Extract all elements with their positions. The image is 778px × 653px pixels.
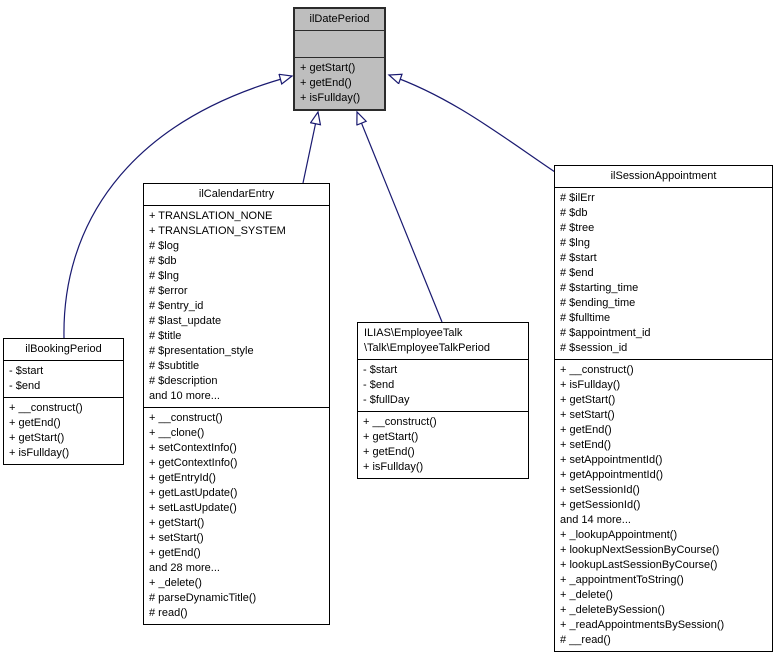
member-line: # $ending_time xyxy=(560,297,636,309)
member-line: - $fullDay xyxy=(363,394,410,406)
member-line: + setAppointmentId() xyxy=(560,454,663,466)
member-line: # $log xyxy=(149,240,179,252)
edge-ilcalendarentry-to-ildateperiod xyxy=(302,112,318,184)
member-line: # $presentation_style xyxy=(149,345,254,357)
member-line: + setStart() xyxy=(149,532,204,544)
class-ilcalendarentry[interactable]: ilCalendarEntry + TRANSLATION_NONE+ TRAN… xyxy=(143,183,330,625)
member-line: + getEnd() xyxy=(560,424,612,436)
member-line: # $appointment_id xyxy=(560,327,651,339)
member-line: # $lng xyxy=(149,270,179,282)
member-line: + getEnd() xyxy=(363,446,415,458)
member-line: + lookupLastSessionByCourse() xyxy=(560,559,718,571)
member-line: + getAppointmentId() xyxy=(560,469,664,481)
member-line: # $fulltime xyxy=(560,312,611,324)
member-line: + getEnd() xyxy=(9,417,61,429)
member-line: + isFullday() xyxy=(560,379,621,391)
class-title: ilBookingPeriod xyxy=(25,343,102,355)
member-line: + setLastUpdate() xyxy=(149,502,237,514)
member-line: # $session_id xyxy=(560,342,628,354)
member-line: + __construct() xyxy=(363,416,437,428)
class-methods: + __construct() + isFullday() + getStart()… xyxy=(555,359,772,651)
edge-ilsessionappointment-to-ildateperiod xyxy=(389,75,556,173)
member-line: - $start xyxy=(363,364,398,376)
member-line: + TRANSLATION_NONE xyxy=(149,210,273,222)
member-line: # $end xyxy=(560,267,594,279)
member-line: # parseDynamicTitle() xyxy=(149,592,257,604)
edge-employeetalkperiod-to-ildateperiod xyxy=(357,112,443,323)
member-line: + __clone() xyxy=(149,427,205,439)
member-line: + getEnd() xyxy=(300,77,352,89)
member-line: # $start xyxy=(560,252,597,264)
member-line: + setContextInfo() xyxy=(149,442,237,454)
member-line: # __read() xyxy=(560,634,611,646)
member-line: + getStart() xyxy=(300,62,356,74)
member-line: # $starting_time xyxy=(560,282,639,294)
member-line: + _lookupAppointment() xyxy=(560,529,678,541)
member-line: and 10 more... xyxy=(149,390,220,402)
class-attributes xyxy=(295,30,384,57)
member-line: + __construct() xyxy=(560,364,634,376)
member-line: + getEntryId() xyxy=(149,472,216,484)
member-line: - $end xyxy=(9,380,41,392)
member-line: + getStart() xyxy=(9,432,65,444)
member-line: + setSessionId() xyxy=(560,484,640,496)
class-title: ilSessionAppointment xyxy=(610,170,717,182)
member-line: # $error xyxy=(149,285,188,297)
member-line: + getStart() xyxy=(560,394,616,406)
member-line: and 14 more... xyxy=(560,514,631,526)
member-line: + lookupNextSessionByCourse() xyxy=(560,544,720,556)
member-line: + _readAppointmentsBySession() xyxy=(560,619,725,631)
member-line: + setStart() xyxy=(560,409,615,421)
member-line: + _delete() xyxy=(560,589,613,601)
member-line: + getStart() xyxy=(363,431,419,443)
member-line: # read() xyxy=(149,607,188,619)
class-methods: + __construct() + getEnd() + getStart() + i… xyxy=(4,397,123,464)
member-line: + getSessionId() xyxy=(560,499,641,511)
member-line: + getStart() xyxy=(149,517,205,529)
edge-ilbookingperiod-to-ildateperiod xyxy=(63,76,292,339)
class-title: ilCalendarEntry xyxy=(198,188,275,200)
member-line: + _delete() xyxy=(149,577,202,589)
member-line: + isFullday() xyxy=(363,461,424,473)
class-attributes: # $ilErr # $db # $tree # $lng # $start # $end… xyxy=(555,187,772,359)
member-line: # $db xyxy=(560,207,588,219)
class-attributes: + TRANSLATION_NONE + TRANSLATION_SYSTEM # … xyxy=(144,205,329,407)
class-title: ILIAS\EmployeeTalk \Talk\EmployeeTalkPer… xyxy=(364,327,490,354)
member-line: + setEnd() xyxy=(560,439,612,451)
class-employeetalkperiod[interactable]: ILIAS\EmployeeTalk \Talk\EmployeeTalkPer… xyxy=(357,322,529,479)
class-ilsessionappointment[interactable]: ilSessionAppointment # $ilErr # $db # $tre… xyxy=(554,165,773,652)
member-line: # $lng xyxy=(560,237,590,249)
class-methods: + __construct() + __clone() + setContextIn… xyxy=(144,407,329,624)
member-line: + __construct() xyxy=(9,402,83,414)
member-line: - $start xyxy=(9,365,44,377)
member-line: + getEnd() xyxy=(149,547,201,559)
member-line: + getLastUpdate() xyxy=(149,487,238,499)
member-line: # $subtitle xyxy=(149,360,200,372)
class-ilbookingperiod[interactable]: ilBookingPeriod - $start - $end + __const… xyxy=(3,338,124,465)
member-line: + isFullday() xyxy=(9,447,70,459)
member-line: - $end xyxy=(363,379,395,391)
member-line: # $title xyxy=(149,330,182,342)
class-ildateperiod[interactable]: ilDatePeriod + getStart() + getEnd() + isF… xyxy=(293,7,386,111)
member-line: + TRANSLATION_SYSTEM xyxy=(149,225,286,237)
member-line: + _appointmentToString() xyxy=(560,574,684,586)
member-line: + _deleteBySession() xyxy=(560,604,665,616)
member-line: # $entry_id xyxy=(149,300,204,312)
class-attributes: - $start - $end xyxy=(4,360,123,397)
member-line: and 28 more... xyxy=(149,562,220,574)
member-line: + isFullday() xyxy=(300,92,361,104)
class-methods: + getStart() + getEnd() + isFullday() xyxy=(295,57,384,109)
member-line: # $tree xyxy=(560,222,595,234)
member-line: # $db xyxy=(149,255,177,267)
class-attributes: - $start - $end - $fullDay xyxy=(358,359,528,411)
class-title: ilDatePeriod xyxy=(309,13,370,25)
member-line: # $ilErr xyxy=(560,192,595,204)
member-line: + getContextInfo() xyxy=(149,457,238,469)
member-line: # $last_update xyxy=(149,315,222,327)
class-methods: + __construct() + getStart() + getEnd() + i… xyxy=(358,411,528,478)
member-line: + __construct() xyxy=(149,412,223,424)
member-line: # $description xyxy=(149,375,218,387)
